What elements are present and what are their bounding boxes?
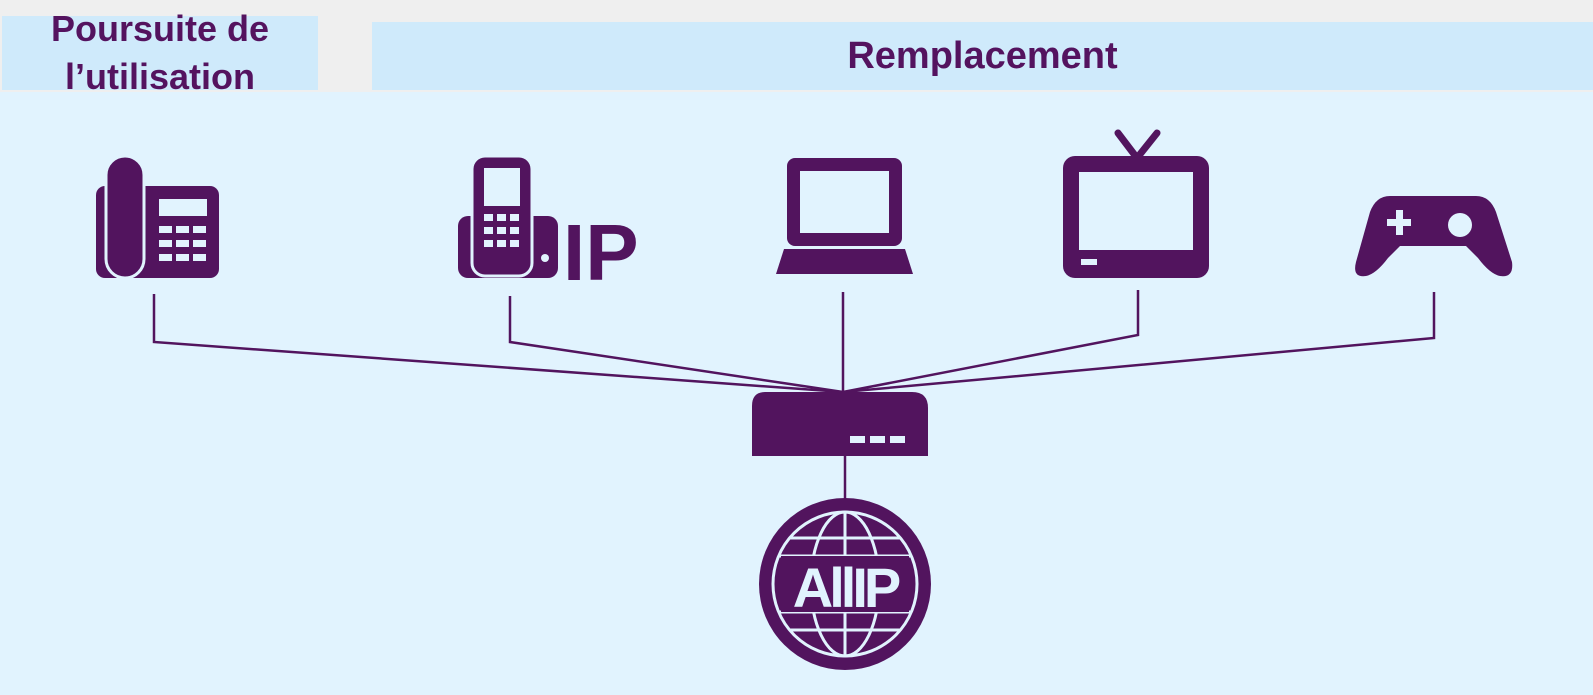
tv-icon: [1063, 129, 1209, 278]
continued-use-header: Poursuite de l’utilisation: [2, 8, 318, 97]
replacement-header: Remplacement: [372, 22, 1593, 90]
line-tv: [842, 290, 1140, 394]
ip-phone-icon: IP: [458, 154, 639, 297]
line-gamepad: [842, 292, 1436, 394]
continued-use-header-line2: l’utilisation: [64, 56, 255, 97]
router-icon: [752, 392, 928, 456]
allip-globe-icon: AllIP: [759, 498, 931, 670]
gamepad-icon: [1355, 196, 1513, 277]
line-desk-phone: [152, 294, 844, 394]
replacement-header-label: Remplacement: [847, 34, 1118, 77]
ip-label: IP: [563, 208, 639, 297]
allip-label: AllIP: [793, 556, 900, 619]
laptop-icon: [776, 158, 913, 274]
continued-use-header-line1: Poursuite de: [50, 8, 270, 49]
connection-lines: [152, 290, 1436, 500]
line-ip-phone: [508, 296, 844, 394]
desk-phone-icon: [96, 154, 219, 280]
